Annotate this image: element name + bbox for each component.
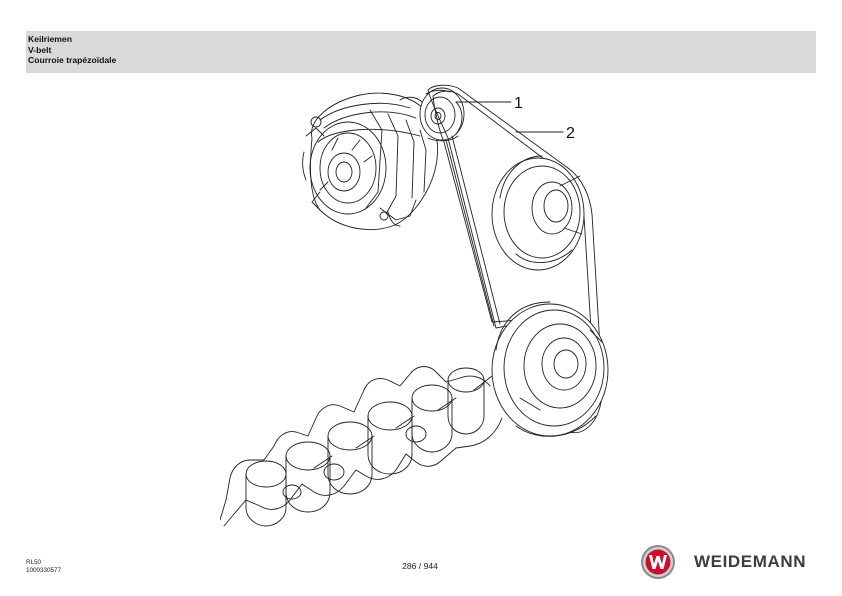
title-english: V-belt xyxy=(28,44,52,55)
brand-wordmark: WEIDEMANN xyxy=(694,552,807,571)
title-bar: Keilriemen V-belt Courroie trapézoïdale xyxy=(26,31,816,73)
alternator-drawing xyxy=(302,92,438,231)
crankshaft-pulley-drawing xyxy=(491,301,609,437)
page-number: 286 / 944 xyxy=(402,561,438,571)
water-pump-pulley-drawing xyxy=(491,155,585,271)
title-german: Keilriemen xyxy=(28,34,72,44)
title-french: Courroie trapézoïdale xyxy=(28,55,117,65)
weidemann-logo-icon xyxy=(641,545,675,579)
callout-label-1: 1 xyxy=(514,95,523,112)
document-number: 1000330577 xyxy=(26,566,62,574)
crankshaft-drawing xyxy=(220,366,503,527)
model-code: RL50 xyxy=(26,559,42,566)
v-belt-exploded-drawing: 1 2 xyxy=(220,84,609,527)
callout-label-2: 2 xyxy=(566,125,575,142)
idler-pulley-drawing xyxy=(419,87,465,142)
footer-doc-info: RL50 1000330577 xyxy=(26,559,61,574)
